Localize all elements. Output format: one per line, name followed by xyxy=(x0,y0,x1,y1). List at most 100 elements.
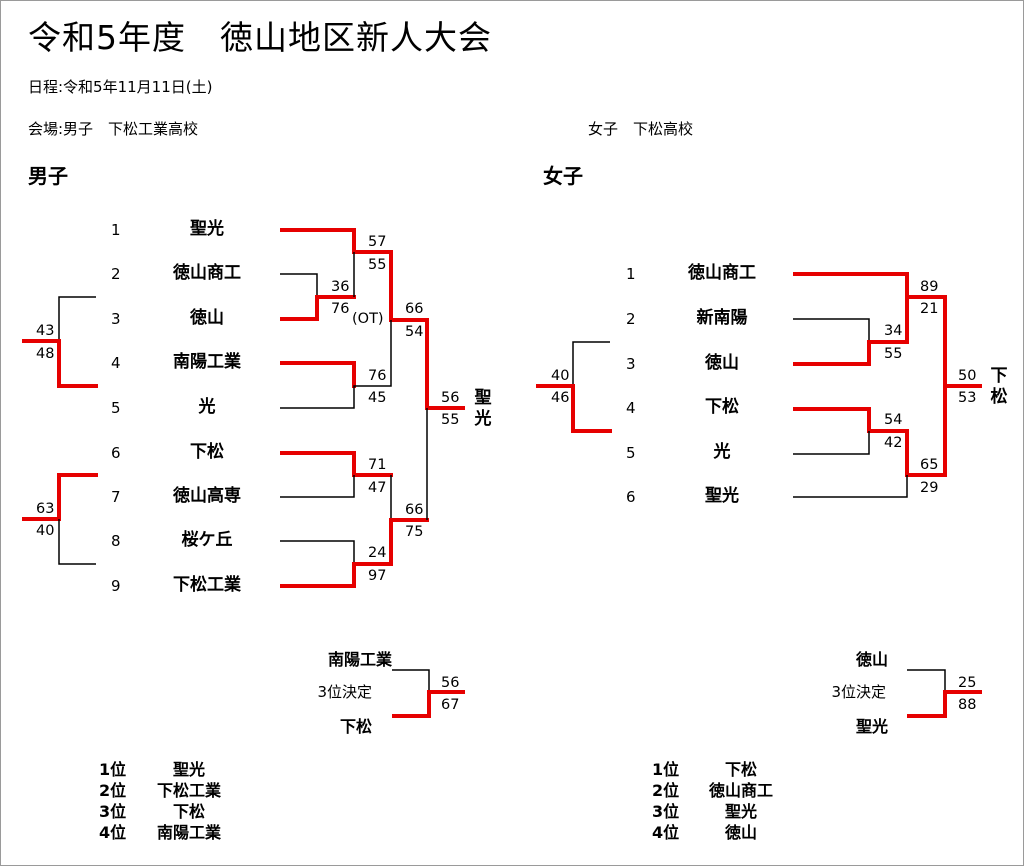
girls-seed: 6 xyxy=(626,488,636,506)
line-boys-3rd-b xyxy=(392,690,465,718)
line-boys-3rd-a xyxy=(392,669,430,692)
line-girls-3rd-b xyxy=(907,690,982,718)
venue-girls: 女子 下松高校 xyxy=(588,120,694,138)
boys-score: 47 xyxy=(368,480,387,496)
boys-ot-note: (OT) xyxy=(352,311,385,327)
boys-team: 桜ケ丘 xyxy=(181,530,233,550)
boys-rank-place: 3位 xyxy=(99,802,127,821)
boys-seed: 4 xyxy=(111,354,121,372)
boys-seed: 1 xyxy=(111,221,121,239)
boys-score: 66 xyxy=(405,301,424,317)
boys-score: 55 xyxy=(368,257,387,273)
boys-team: 南陽工業 xyxy=(173,352,241,372)
boys-score: 43 xyxy=(36,323,55,339)
girls-score: 42 xyxy=(884,435,903,451)
boys-score: 36 xyxy=(331,279,350,295)
boys-rank-team: 聖光 xyxy=(172,760,205,779)
line-girls-side-b xyxy=(536,384,612,433)
girls-3rd-team-b: 聖光 xyxy=(855,717,888,736)
girls-score: 29 xyxy=(920,480,939,496)
line-girls-tokuyama xyxy=(793,295,909,366)
boys-team: 下松 xyxy=(190,442,224,462)
boys-score: 71 xyxy=(368,457,387,473)
girls-rank-team: 徳山 xyxy=(724,823,757,842)
boys-bracket-lines xyxy=(22,228,465,718)
line-boys-sakuragaoka xyxy=(280,540,355,564)
girls-score: 25 xyxy=(958,675,977,691)
boys-score: 63 xyxy=(36,501,55,517)
boys-score: 56 xyxy=(441,675,460,691)
line-boys-side-top-b xyxy=(22,339,98,388)
boys-team: 光 xyxy=(198,397,216,417)
boys-seed: 6 xyxy=(111,444,121,462)
boys-score: 54 xyxy=(405,324,424,340)
line-girls-shinnanyo xyxy=(793,318,870,342)
girls-champion-char: 松 xyxy=(990,387,1008,407)
boys-seed: 7 xyxy=(111,488,121,506)
girls-rank-team: 聖光 xyxy=(724,802,757,821)
boys-seed: 8 xyxy=(111,532,121,550)
line-boys-kudamatsu-kogyo xyxy=(280,518,429,588)
girls-score: 46 xyxy=(551,390,570,406)
boys-rank-place: 1位 xyxy=(99,760,127,779)
line-girls-tokuyama-shoko xyxy=(793,272,982,388)
boys-rank-place: 4位 xyxy=(99,823,127,842)
girls-champion: 下 松 xyxy=(989,366,1009,408)
girls-score: 65 xyxy=(920,457,939,473)
girls-seed: 3 xyxy=(626,355,636,373)
boys-3rd-team-b: 下松 xyxy=(339,717,372,736)
line-boys-tokuyama xyxy=(280,295,356,321)
girls-team: 聖光 xyxy=(705,486,739,506)
boys-heading: 男子 xyxy=(28,164,68,188)
girls-score: 54 xyxy=(884,412,903,428)
girls-team: 新南陽 xyxy=(696,308,748,328)
line-boys-kudamatsu xyxy=(280,451,393,477)
line-girls-hikari xyxy=(793,431,870,455)
boys-team: 聖光 xyxy=(190,219,224,239)
boys-rank-place: 2位 xyxy=(99,781,127,800)
boys-seed: 3 xyxy=(111,310,121,328)
girls-3rd-team-a: 徳山 xyxy=(855,650,888,669)
line-girls-3rd-a xyxy=(907,669,946,692)
boys-score: 66 xyxy=(405,502,424,518)
girls-score: 55 xyxy=(884,346,903,362)
girls-team: 下松 xyxy=(705,397,739,417)
boys-champion: 聖 光 xyxy=(473,388,493,430)
boys-team: 下松工業 xyxy=(173,575,241,595)
boys-score: 55 xyxy=(441,412,460,428)
line-girls-seiko xyxy=(793,475,908,498)
girls-team: 徳山 xyxy=(705,353,739,373)
line-girls-side-a xyxy=(572,341,610,386)
boys-score: 76 xyxy=(368,368,387,384)
girls-rank-team: 下松 xyxy=(724,760,757,779)
boys-rank-team: 下松工業 xyxy=(156,781,221,800)
line-boys-nanyo-kogyo xyxy=(280,361,356,388)
line-boys-side-bottom-a xyxy=(22,473,98,521)
boys-champion-char: 光 xyxy=(474,409,492,429)
boys-score: 48 xyxy=(36,346,55,362)
page-title: 令和5年度 徳山地区新人大会 xyxy=(28,18,492,57)
girls-score: 50 xyxy=(958,368,977,384)
girls-team: 光 xyxy=(713,442,731,462)
boys-score: 40 xyxy=(36,523,55,539)
girls-score: 89 xyxy=(920,279,939,295)
boys-score: 45 xyxy=(368,390,387,406)
boys-team: 徳山 xyxy=(190,308,224,328)
girls-score: 40 xyxy=(551,368,570,384)
girls-score: 88 xyxy=(958,697,977,713)
boys-score: 76 xyxy=(331,301,350,317)
boys-seed: 2 xyxy=(111,265,121,283)
boys-champion-char: 聖 xyxy=(474,388,492,408)
schedule-text: 日程:令和5年11月11日(土) xyxy=(28,78,213,96)
girls-rank-place: 4位 xyxy=(652,823,680,842)
boys-score: 97 xyxy=(368,568,387,584)
line-girls-kudamatsu xyxy=(793,384,947,477)
girls-seed: 2 xyxy=(626,310,636,328)
girls-heading: 女子 xyxy=(543,164,583,188)
girls-champion-char: 下 xyxy=(990,366,1008,386)
boys-team: 徳山高専 xyxy=(173,486,241,506)
boys-score: 67 xyxy=(441,697,460,713)
line-boys-tokuyama-shoko xyxy=(280,273,318,297)
girls-rank-team: 徳山商工 xyxy=(708,781,773,800)
